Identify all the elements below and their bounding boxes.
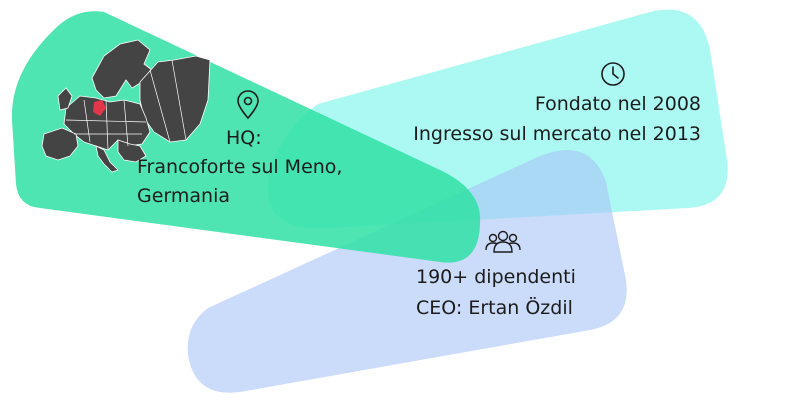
map-highlight-germany: [93, 100, 106, 116]
team-shape: [187, 149, 627, 393]
map-border-line: [83, 99, 91, 143]
founded-year: Fondato nel 2008: [534, 93, 701, 115]
map-borders: [65, 59, 187, 151]
hq-country: Germania: [137, 185, 231, 207]
ceo-name: CEO: Ertan Özdil: [416, 297, 573, 319]
map-balkans: [117, 139, 147, 163]
map-border-line: [105, 99, 109, 151]
map-iberia: [41, 127, 79, 161]
europe-map: [41, 39, 211, 173]
map-border-line: [149, 69, 171, 143]
map-italy: [95, 145, 119, 173]
market-entry: Ingresso sul mercato nel 2013: [413, 123, 701, 145]
map-uk: [57, 87, 73, 111]
clock-icon: [601, 62, 625, 86]
hq-label: HQ:: [226, 127, 262, 149]
map-border-line: [123, 99, 129, 147]
map-border-line: [171, 59, 187, 141]
map-pin-icon: [237, 90, 259, 120]
employee-count: 190+ dipendenti: [416, 266, 576, 288]
map-border-line: [65, 119, 147, 123]
people-group-icon: [485, 230, 521, 253]
hq-city: Francoforte sul Meno,: [137, 156, 343, 178]
